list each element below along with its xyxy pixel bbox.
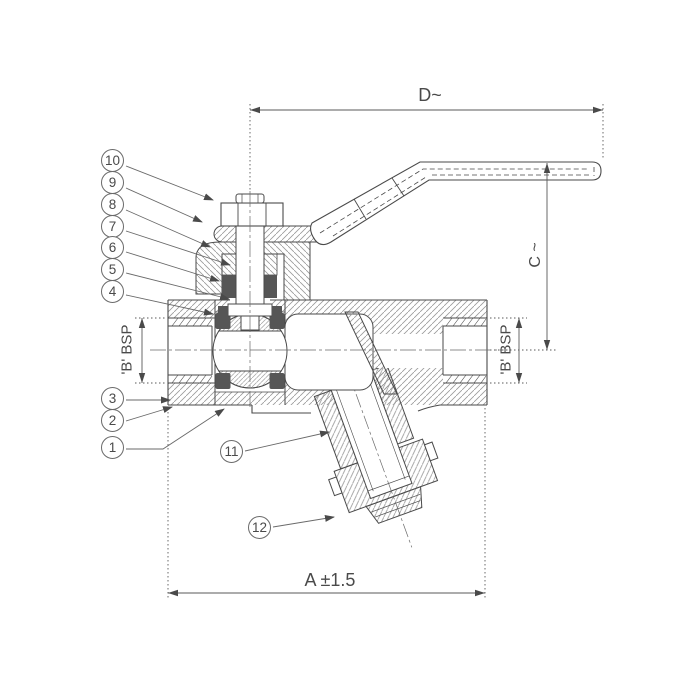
- gland-packing: [264, 275, 277, 298]
- centerlines: [150, 191, 502, 410]
- callout-5: 5: [101, 258, 124, 281]
- callout-7: 7: [101, 215, 124, 238]
- callout-2: 2: [101, 409, 124, 432]
- dim-label-A: A ±1.5: [304, 570, 356, 590]
- handle-lever: [309, 161, 602, 246]
- callout-12: 12: [248, 516, 271, 539]
- spout-centerline: [332, 329, 413, 548]
- dim-label-B-left: 'B' BSP: [118, 324, 136, 375]
- callout-8: 8: [101, 193, 124, 216]
- gland-packing: [222, 275, 236, 298]
- body-outline: [167, 299, 488, 414]
- handle-hub: [213, 225, 327, 243]
- dim-label-C: C ~: [527, 242, 544, 268]
- handle-grip-marks: [353, 177, 405, 220]
- stem-seal: [272, 306, 282, 318]
- callout-4: 4: [101, 280, 124, 303]
- left-port-thread: [168, 317, 215, 384]
- dim-label-D: D~: [418, 85, 442, 105]
- hose-tail: [365, 485, 423, 524]
- spout-inlet-wall: [344, 311, 398, 395]
- stem-nut: [220, 202, 284, 227]
- callout-1: 1: [101, 436, 124, 459]
- right-port-thread: [442, 317, 487, 384]
- callout-leaders: [125, 165, 335, 528]
- callout-10: 10: [101, 149, 124, 172]
- callout-6: 6: [101, 236, 124, 259]
- ball-seat: [215, 373, 231, 389]
- gland-spacer: [263, 253, 278, 276]
- dim-label-B-right: 'B' BSP: [497, 324, 515, 375]
- callout-11: 11: [220, 440, 243, 463]
- callout-3: 3: [101, 387, 124, 410]
- stem-seal: [218, 306, 228, 318]
- callout-9: 9: [101, 171, 124, 194]
- dimension-linework: [135, 104, 604, 599]
- ball-seat: [269, 373, 285, 389]
- spout-branch: [313, 329, 439, 548]
- dimension-arrowheads: [138, 106, 603, 597]
